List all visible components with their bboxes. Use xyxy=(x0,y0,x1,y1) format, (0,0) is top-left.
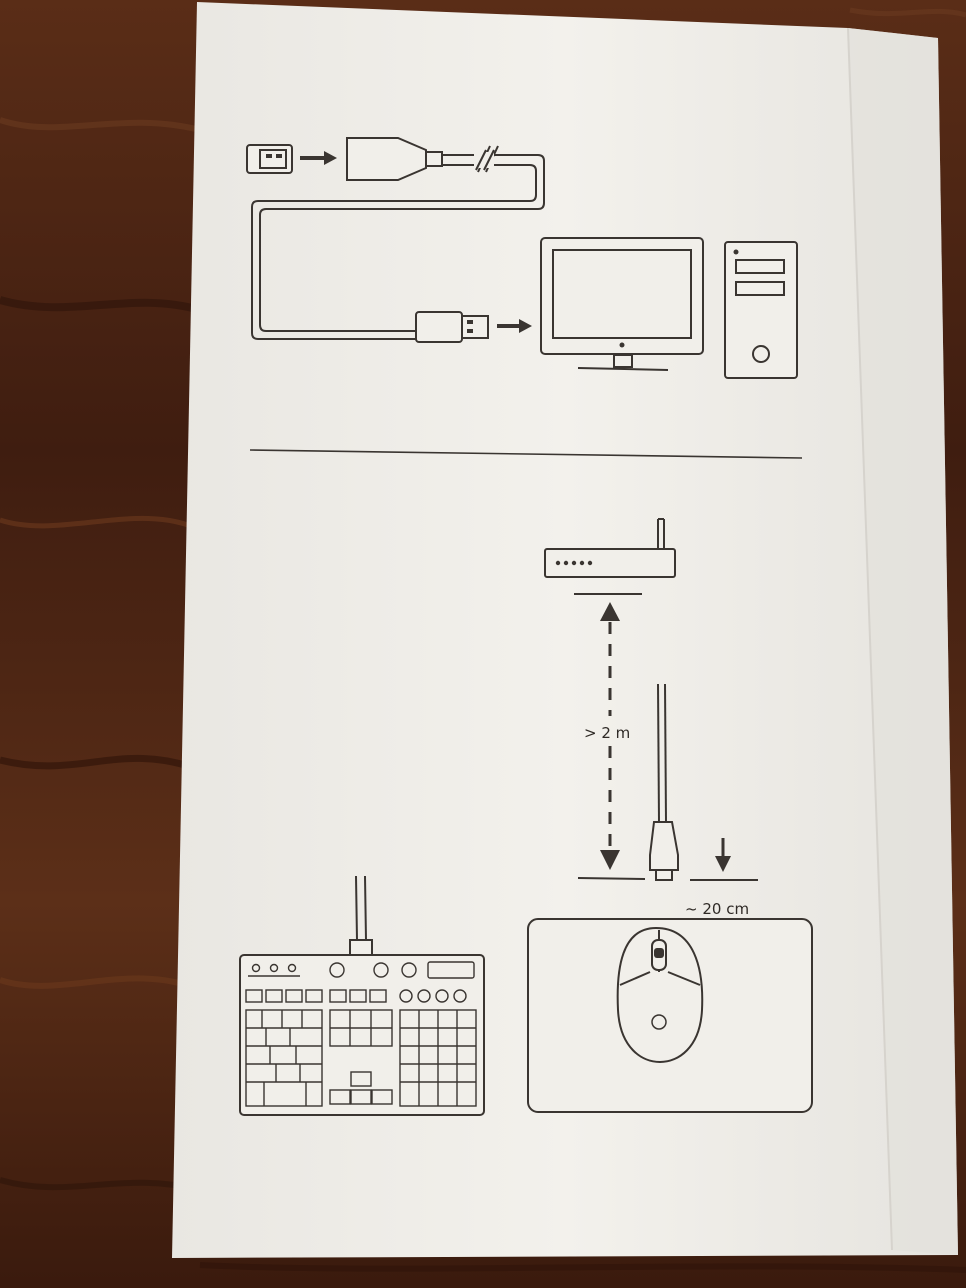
usb-receiver-icon xyxy=(246,144,293,174)
arrow-right-icon xyxy=(497,319,532,333)
page-fold xyxy=(847,27,893,1251)
extension-adapter-icon xyxy=(649,683,679,881)
section-divider xyxy=(249,449,803,459)
keyboard-icon xyxy=(239,954,485,1116)
usb-cable xyxy=(251,145,545,340)
pc-tower-icon xyxy=(724,241,798,379)
router-icon xyxy=(544,518,676,595)
arrow-right-icon xyxy=(300,151,337,165)
extension-adapter-icon xyxy=(346,137,443,181)
placement-diagram xyxy=(239,518,813,1116)
usb-plug-icon xyxy=(415,311,489,343)
router-distance-label: > 2 m xyxy=(584,724,630,742)
mouse-icon xyxy=(616,926,704,1064)
receiver-connection-diagram xyxy=(246,137,798,379)
monitor-icon xyxy=(540,237,704,371)
mouse-distance-label: ~ 20 cm xyxy=(685,900,749,918)
router-distance-arrow xyxy=(577,602,646,880)
